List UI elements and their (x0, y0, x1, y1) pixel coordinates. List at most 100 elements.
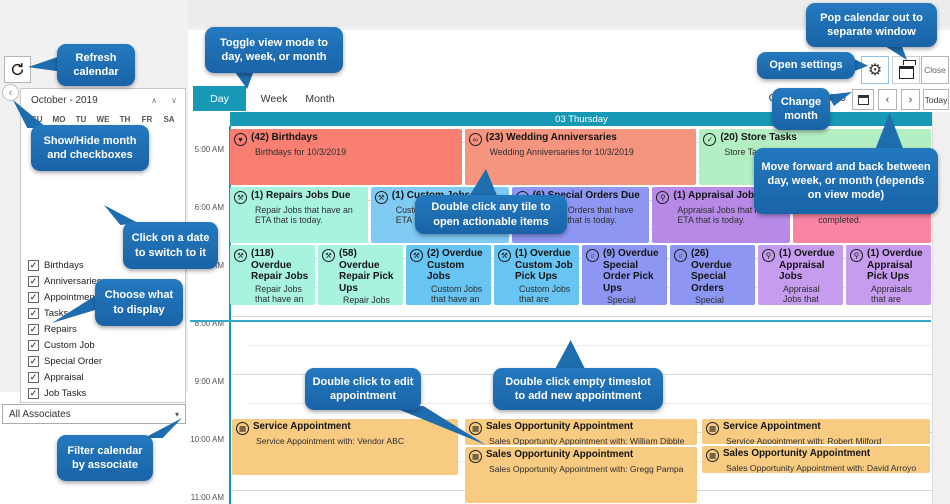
mini-calendar-day[interactable] (114, 170, 136, 191)
settings-button[interactable]: ⚙ (861, 56, 889, 84)
calendar-tile[interactable]: ⚲ (1) Overdue Appraisal Pick Ups Apprais… (846, 245, 931, 305)
mini-calendar-day[interactable] (26, 170, 48, 191)
filter-item[interactable]: ✓ Special Order (28, 353, 185, 369)
checkbox-checked-icon[interactable]: ✓ (28, 307, 39, 319)
collapse-sidebar-button[interactable]: ‹ (2, 84, 19, 101)
filter-label: Job Tasks (44, 387, 87, 399)
filter-item[interactable]: ✓ Appointments (28, 289, 185, 305)
mini-calendar-day[interactable] (114, 191, 136, 212)
calendar-tile[interactable]: ⚒ (1) Repairs Jobs Due Repair Jobs that … (230, 187, 368, 243)
appointment-title: Sales Opportunity Appointment (486, 421, 634, 432)
time-label: 11:00 AM (190, 493, 224, 502)
close-button[interactable]: Close (921, 56, 949, 84)
prev-button[interactable]: ‹ (878, 89, 897, 110)
tab-week[interactable]: Week (260, 92, 288, 105)
callout-change-month: Change month (772, 88, 830, 130)
time-label: 6:00 AM (194, 203, 224, 212)
refresh-button[interactable] (4, 56, 31, 83)
checkbox-checked-icon[interactable]: ✓ (28, 291, 39, 303)
mini-calendar-day[interactable] (136, 170, 158, 191)
mini-calendar-day[interactable] (92, 170, 114, 191)
mini-calendar-day[interactable] (48, 170, 70, 191)
mini-calendar-day[interactable] (158, 191, 180, 212)
mini-calendar-day[interactable] (26, 233, 48, 254)
checkbox-checked-icon[interactable]: ✓ (28, 275, 39, 287)
next-button[interactable]: › (901, 89, 920, 110)
appointment-tile[interactable]: ▦ Sales Opportunity Appointment Sales Op… (465, 447, 697, 503)
mini-calendar-day[interactable] (26, 191, 48, 212)
appointment-tile[interactable]: ▦ Service Appointment Service Appointmen… (232, 419, 458, 475)
tile-description: Special Orders that have an ETA that is … (536, 205, 634, 226)
calendar-tile[interactable]: ○ (9) Overdue Special Order Pick Ups Spe… (582, 245, 667, 305)
chevron-down-icon[interactable]: ∨ (171, 96, 177, 105)
filter-item[interactable]: ✓ Anniversaries (28, 273, 185, 289)
tile-description: Appraisal Jobs that have an ETA that is … (783, 283, 833, 306)
mini-calendar-day[interactable] (48, 191, 70, 212)
associate-filter-dropdown[interactable]: All Associates ▾ (2, 404, 186, 424)
appointment-tile[interactable]: ▦ Sales Opportunity Appointment Sales Op… (702, 446, 930, 473)
mini-calendar-day[interactable] (48, 233, 70, 254)
filter-item[interactable]: ✓ Custom Job (28, 337, 185, 353)
calendar-tile[interactable]: ⚒ (2) Overdue Custom Jobs Custom Jobs th… (406, 245, 491, 305)
tile-title: (6) Special Orders Due (532, 190, 640, 201)
repair-wrench-icon: ⚒ (322, 249, 335, 262)
mini-calendar-day[interactable] (158, 170, 180, 191)
mini-calendar-day[interactable] (158, 128, 180, 149)
tab-month[interactable]: Month (305, 92, 335, 105)
checkbox-checked-icon[interactable]: ✓ (28, 387, 39, 399)
checkbox-checked-icon[interactable]: ✓ (28, 371, 39, 383)
calendar-tile[interactable]: ⚲ (1) Overdue Appraisal Jobs Appraisal J… (758, 245, 843, 305)
filter-item[interactable]: ✓ Job Tasks (28, 385, 185, 401)
calendar-tile[interactable]: ⚲ (1) Appraisal Jobs Due Appraisal Jobs … (652, 187, 791, 243)
calendar-tile[interactable]: ⚒ (118) Overdue Repair Jobs Repair Jobs … (230, 245, 315, 305)
filter-item[interactable]: ✓ Birthdays (28, 257, 185, 273)
mini-calendar-day[interactable] (92, 233, 114, 254)
tile-title: (118) Overdue Repair Jobs (251, 248, 309, 282)
calendar-tile[interactable]: ○ (26) Overdue Special Orders Special Or… (670, 245, 755, 305)
chevron-up-icon[interactable]: ∧ (151, 96, 158, 105)
half-hour-line (247, 345, 950, 346)
tile-row-overdue: ⚒ (118) Overdue Repair Jobs Repair Jobs … (230, 245, 931, 305)
tab-day[interactable]: Day (193, 86, 246, 111)
calendar-tile[interactable]: ♥ (42) Birthdays Birthdays for 10/3/2019 (230, 129, 462, 185)
appointment-calendar-icon: ▦ (469, 422, 482, 435)
filter-item[interactable]: ✓ Repairs (28, 321, 185, 337)
mini-calendar-day[interactable] (70, 170, 92, 191)
mini-calendar-day[interactable] (92, 212, 114, 233)
filter-label: Birthdays (44, 259, 84, 271)
checkbox-checked-icon[interactable]: ✓ (28, 339, 39, 351)
checkbox-checked-icon[interactable]: ✓ (28, 355, 39, 367)
weekday-label: FR (141, 115, 153, 124)
mini-calendar-day[interactable] (136, 191, 158, 212)
tile-description: Appraisals that are overdue for pickup. (871, 283, 916, 306)
calendar-tile[interactable]: ∞ (23) Wedding Anniversaries Wedding Ann… (464, 129, 697, 185)
filter-item[interactable]: ✓ Appraisal (28, 369, 185, 385)
calendar-tile[interactable]: ⚒ (58) Overdue Repair Pick Ups Repair Jo… (318, 245, 403, 305)
checkbox-checked-icon[interactable]: ✓ (28, 259, 39, 271)
callout-add-appointment: Double click empty timeslot to add new a… (493, 368, 663, 410)
mini-calendar-month-label[interactable]: October - 2019 (31, 95, 98, 106)
date-picker-button[interactable] (852, 89, 874, 110)
time-label: 5:00 AM (194, 145, 224, 154)
tile-description: Birthdays for 10/3/2019 (255, 147, 346, 157)
popout-button[interactable] (892, 56, 920, 84)
filter-label: Special Order (44, 355, 103, 367)
mini-calendar-day[interactable] (158, 149, 180, 170)
checkbox-checked-icon[interactable]: ✓ (28, 323, 39, 335)
appointment-title: Sales Opportunity Appointment (486, 449, 634, 460)
mini-calendar-day[interactable] (26, 212, 48, 233)
mini-calendar-day[interactable] (70, 191, 92, 212)
mini-calendar-day[interactable] (70, 233, 92, 254)
repair-wrench-icon: ⚒ (234, 249, 247, 262)
filter-item[interactable]: ✓ Tasks (28, 305, 185, 321)
calendar-tile[interactable]: ⚒ (1) Overdue Custom Job Pick Ups Custom… (494, 245, 579, 305)
appointment-tile[interactable]: ▦ Sales Opportunity Appointment Sales Op… (465, 419, 697, 445)
appointment-title: Sales Opportunity Appointment (723, 448, 871, 459)
today-button[interactable]: Today (923, 89, 949, 110)
scrollbar-track[interactable] (932, 112, 950, 504)
appointment-tile[interactable]: ▦ Service Appointment Service Appointmen… (702, 419, 930, 444)
mini-calendar-day[interactable] (70, 212, 92, 233)
mini-calendar-day[interactable] (48, 212, 70, 233)
callout-popout: Pop calendar out to separate window (806, 3, 937, 47)
hour-line (233, 316, 950, 317)
